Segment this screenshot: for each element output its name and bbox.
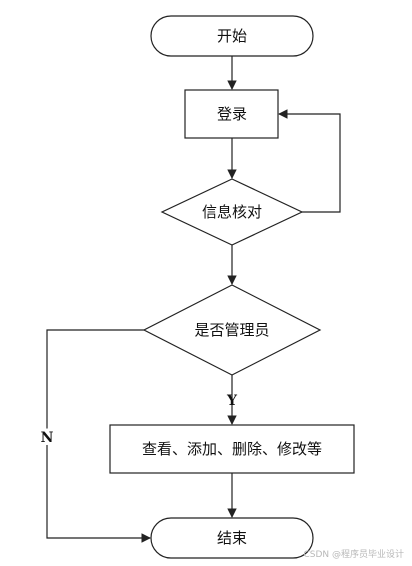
login-label: 登录	[217, 105, 247, 123]
no-label: N	[41, 430, 54, 446]
end-terminal	[150, 517, 314, 559]
login-process	[184, 89, 279, 139]
end-label: 结束	[217, 529, 247, 547]
actions-label: 查看、添加、删除、修改等	[142, 440, 322, 458]
start-label: 开始	[217, 27, 247, 45]
yes-label: Y	[226, 393, 238, 409]
edge-admin-no-to-end	[46, 329, 151, 543]
watermark-text: CSDN @程序员毕业设计	[303, 550, 404, 560]
edge-verify-back-to-login	[278, 109, 341, 213]
verify-label: 信息核对	[202, 203, 262, 221]
is-admin-label: 是否管理员	[194, 321, 269, 339]
